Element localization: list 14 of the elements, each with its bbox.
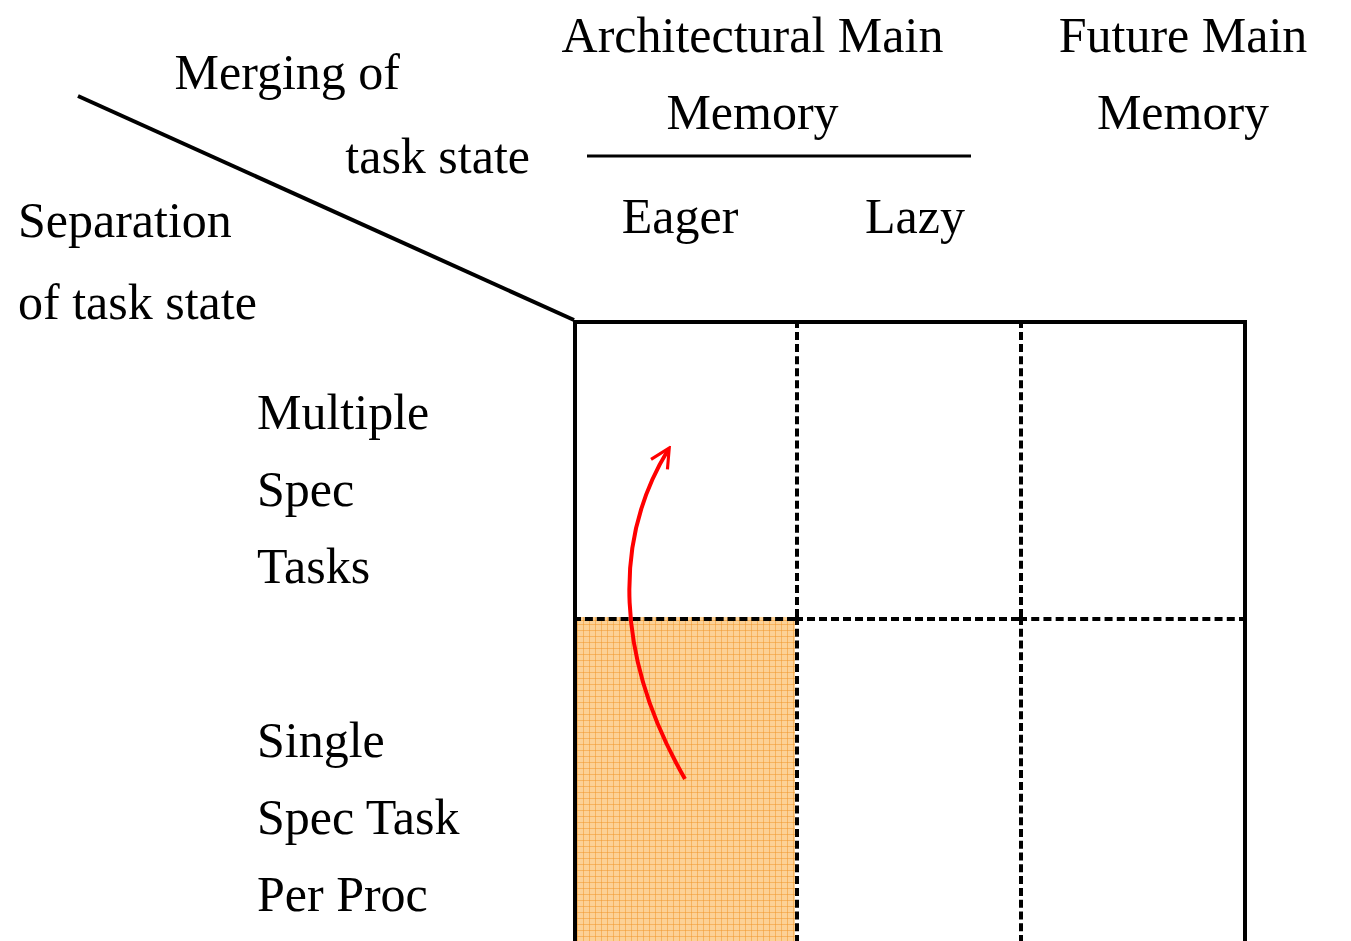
highlighted-grid-cell bbox=[573, 617, 795, 941]
grid-cell bbox=[1019, 617, 1247, 941]
column-heading: Eager bbox=[620, 187, 740, 246]
axis-heading: Separation of task state bbox=[18, 191, 258, 332]
axis-heading: Merging of task state bbox=[173, 43, 530, 186]
column-group-heading: Architectural Main Memory bbox=[560, 6, 945, 142]
grid-cell bbox=[795, 617, 1019, 941]
column-heading: Future Main Memory bbox=[1057, 6, 1309, 142]
grid-cell bbox=[795, 320, 1019, 617]
row-heading: Single Spec Task Per Proc bbox=[257, 711, 461, 924]
grid-cell bbox=[1019, 320, 1247, 617]
row-heading: Multiple Spec Tasks bbox=[257, 383, 431, 596]
curved-arrow bbox=[627, 446, 687, 780]
column-heading: Lazy bbox=[864, 187, 966, 246]
